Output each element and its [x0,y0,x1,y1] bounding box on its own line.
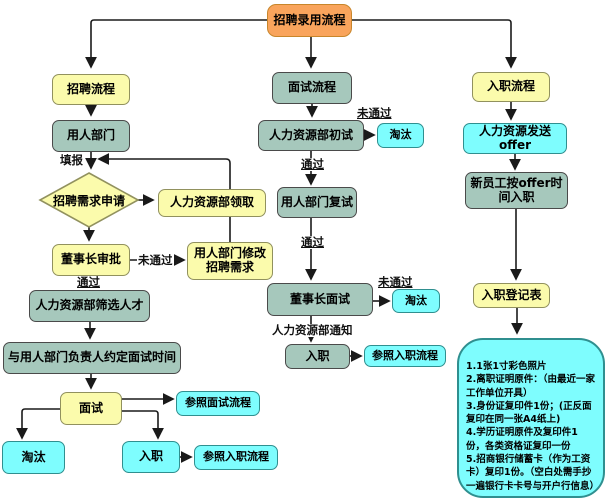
connector-feedback [97,153,231,243]
ref-onboard-node-mid: 参照入职流程 [364,345,446,367]
eliminate-node-mid-2: 淘汰 [392,289,440,313]
root-process-node: 招聘录用流程 [267,4,352,37]
hr-first-interview-node: 人力资源部初试 [258,120,364,151]
onboard-node-left: 入职 [122,441,180,473]
edge-label-pass-left: 通过 [76,275,101,289]
materials-item: 4.学历证明原件及复印件1份，各类资格证复印一份 [466,427,578,452]
dept-second-interview-node: 用人部门复试 [277,187,357,218]
ref-onboard-node-left: 参照入职流程 [194,445,278,470]
edge-label-fail-mid-top: 未通过 [357,106,392,120]
hr-send-offer-node: 人力资源发送offer [463,123,567,154]
connector [85,19,267,69]
connector [122,410,164,440]
materials-item: 5.招商银行储蓄卡（作为工资卡）复印1份。（空白处需手抄一遍银行卡卡号与开户行信… [466,454,600,492]
onboard-register-form-node: 入职登记表 [473,283,550,308]
materials-item: 2.离职证明原件：（由最近一家工作单位开具） [466,374,595,399]
chairman-approval-node: 董事长审批 [52,244,130,276]
connector [15,408,60,440]
onboard-materials-box: 1.1张1寸彩色照片 2.离职证明原件：（由最近一家工作单位开具） 3.身份证复… [457,338,605,498]
chairman-interview-node: 董事长面试 [267,283,373,316]
recruit-demand-diamond-label: 招聘需求申请 [52,193,125,208]
dept-modify-demand-node: 用人部门修改招聘需求 [187,242,273,280]
hr-receive-node: 人力资源部领取 [158,189,266,217]
edge-label-hr-notify: 人力资源部通知 [271,323,354,337]
eliminate-node-mid-1: 淘汰 [377,123,424,148]
materials-item: 1.1张1寸彩色照片 [466,361,547,372]
hr-screen-node: 人力资源部筛选人才 [29,290,150,322]
eliminate-node-left: 淘汰 [2,441,65,474]
materials-item: 3.身份证复印件1份；(正反面复印在同一张A4纸上) [466,400,592,426]
edge-label-pass-mid-1: 通过 [300,157,325,171]
interview-node: 面试 [60,392,122,425]
schedule-interview-node: 与用人部门负责人约定面试时间 [3,342,181,374]
edge-label-fail-left: 未通过 [137,253,174,267]
ref-interview-process-node: 参照面试流程 [176,391,260,416]
recruit-process-header: 招聘流程 [52,74,130,105]
interview-process-header: 面试流程 [272,72,352,104]
recruit-demand-diamond-shape [38,172,140,228]
connector [352,19,517,69]
edge-label-fill-in: 填报 [60,153,83,167]
new-employee-onboard-node: 新员工按offer时间入职 [465,172,568,209]
onboard-node-mid: 入职 [285,344,350,369]
hiring-dept-node: 用人部门 [52,120,130,152]
edge-label-pass-mid-2: 通过 [300,235,325,249]
onboard-process-header: 入职流程 [472,72,550,102]
edge-label-fail-mid-bottom: 未通过 [378,275,413,289]
